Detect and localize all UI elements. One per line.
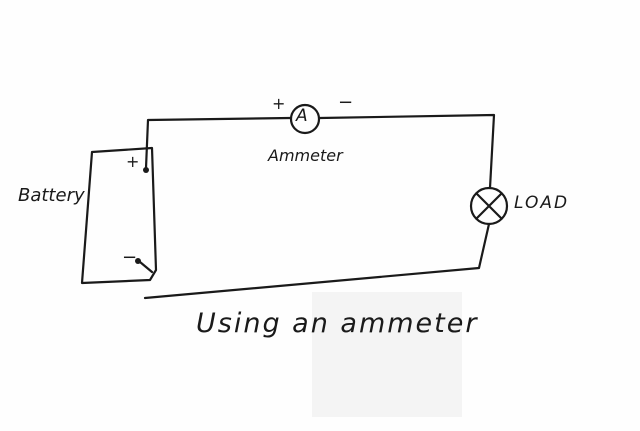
battery-negative-terminal xyxy=(135,258,141,264)
wire-top xyxy=(144,113,496,190)
battery-positive-terminal xyxy=(143,167,149,173)
ammeter-symbol: A xyxy=(296,106,308,126)
battery-plus-label: + xyxy=(126,152,140,171)
ammeter-circle xyxy=(289,103,321,135)
scan-artifact xyxy=(312,292,462,417)
battery-minus-label: − xyxy=(122,247,138,268)
ammeter-label: Ammeter xyxy=(268,146,343,165)
battery-label: Battery xyxy=(18,185,85,206)
load-label: LOAD xyxy=(514,193,570,213)
battery-outline xyxy=(80,146,158,285)
ammeter-plus-label: + xyxy=(272,94,286,113)
lamp-cross xyxy=(475,192,503,220)
caption: Using an ammeter xyxy=(196,308,479,339)
wire-bottom xyxy=(138,222,491,300)
ammeter-minus-label: − xyxy=(338,92,354,113)
